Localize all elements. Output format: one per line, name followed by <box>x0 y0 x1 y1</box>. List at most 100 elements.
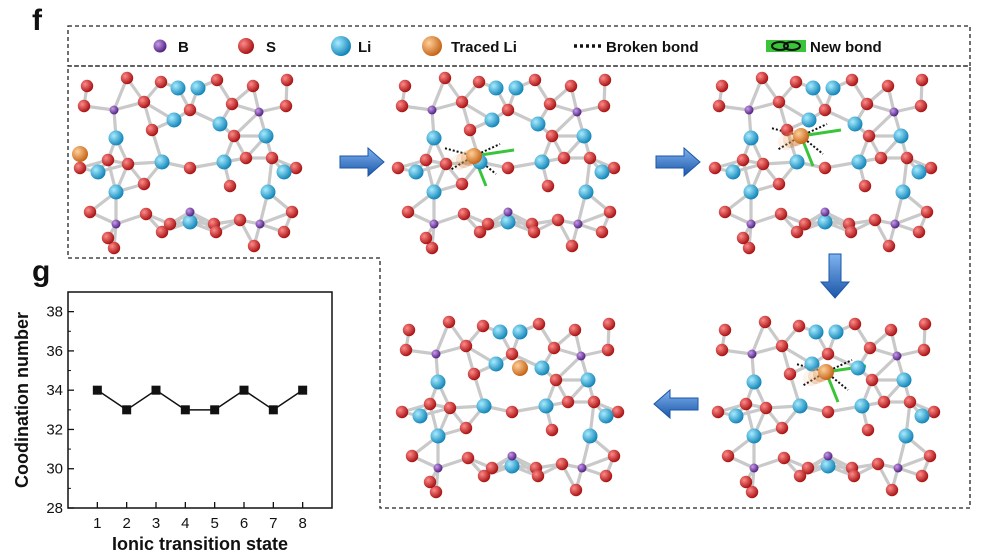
legend-box <box>67 25 971 67</box>
atoms <box>711 315 941 499</box>
sulfur-atom <box>920 205 934 219</box>
sulfur-atom <box>477 469 491 483</box>
sulfur-atom <box>107 241 121 255</box>
lithium-atom <box>598 408 614 424</box>
sulfur-atom <box>223 179 237 193</box>
sulfur-atom <box>405 449 419 463</box>
boron-atom <box>890 219 900 229</box>
sulfur-atom <box>210 73 224 87</box>
sulfur-atom <box>501 161 515 175</box>
sulfur-atom <box>877 395 891 409</box>
data-point <box>122 405 132 415</box>
lithium-atom <box>534 360 550 376</box>
sulfur-atom <box>863 341 877 355</box>
sulfur-atom <box>139 207 153 221</box>
sulfur-atom <box>583 151 597 165</box>
sulfur-atom <box>775 421 789 435</box>
sulfur-atom <box>561 395 575 409</box>
lithium-atom <box>895 184 911 200</box>
sulfur-atom <box>798 217 812 231</box>
sulfur-atom <box>532 317 546 331</box>
sulfur-atom <box>860 97 874 111</box>
sulfur-atom <box>541 179 555 193</box>
series-line <box>96 389 304 411</box>
lithium-atom <box>258 128 274 144</box>
lithium-atom <box>851 154 867 170</box>
sulfur-atom <box>568 323 582 337</box>
boron-atom <box>429 219 439 229</box>
data-point <box>268 405 278 415</box>
lithium-atom <box>594 164 610 180</box>
sulfur-atom <box>564 79 578 93</box>
sulfur-atom <box>742 241 756 255</box>
sulfur-atom <box>801 461 815 475</box>
sulfur-atom <box>423 397 437 411</box>
lithium-atom <box>108 184 124 200</box>
sulfur-atom <box>443 401 457 415</box>
arrow-left <box>653 388 699 420</box>
sulfur-atom <box>555 457 569 471</box>
sulfur-atom <box>914 99 928 113</box>
lithium-atom <box>212 116 228 132</box>
y-tick-label: 38 <box>46 304 63 321</box>
sulfur-atom <box>711 405 725 419</box>
sulfur-atom <box>607 161 621 175</box>
sulfur-atom <box>289 161 303 175</box>
sulfur-atom <box>868 213 882 227</box>
lithium-atom <box>808 324 824 340</box>
sulfur-atom <box>455 177 469 191</box>
structure-snapshot-4 <box>395 315 625 499</box>
boron-atom <box>577 463 587 473</box>
sulfur-atom <box>391 161 405 175</box>
lithium-atom <box>260 184 276 200</box>
lithium-atom <box>170 80 186 96</box>
panel-letter-g: g <box>32 255 51 288</box>
boron-atom <box>507 451 517 461</box>
sulfur-atom <box>818 161 832 175</box>
y-tick-label: 30 <box>46 461 63 478</box>
sulfur-atom <box>903 395 917 409</box>
sulfur-atom <box>918 317 932 331</box>
sulfur-atom <box>599 469 613 483</box>
sulfur-atom <box>557 151 571 165</box>
sulfur-atom <box>915 73 929 87</box>
sulfur-atom <box>865 373 879 387</box>
x-tick-label: 1 <box>93 515 101 532</box>
structure-snapshot-1 <box>72 71 303 255</box>
atoms <box>708 71 938 255</box>
x-tick-label: 7 <box>269 515 277 532</box>
boron-atom <box>889 107 899 117</box>
sulfur-atom <box>463 123 477 137</box>
sulfur-atom <box>401 205 415 219</box>
sulfur-atom <box>154 75 168 89</box>
sulfur-atom <box>927 405 941 419</box>
sulfur-atom <box>793 469 807 483</box>
sulfur-atom <box>80 79 94 93</box>
sulfur-atom <box>755 71 769 85</box>
atoms <box>391 71 621 255</box>
sulfur-atom <box>419 153 433 167</box>
lithium-atom <box>743 184 759 200</box>
sulfur-atom <box>602 317 616 331</box>
boron-atom <box>746 219 756 229</box>
y-tick-label: 36 <box>46 343 63 360</box>
boron-atom <box>111 219 121 229</box>
traced-lithium-atom <box>818 364 834 380</box>
sulfur-atom <box>569 483 583 497</box>
sulfur-atom <box>712 99 726 113</box>
sulfur-atom <box>882 239 896 253</box>
lithium-atom <box>426 184 442 200</box>
lithium-atom <box>789 154 805 170</box>
sulfur-atom <box>398 79 412 93</box>
lithium-atom <box>504 458 520 474</box>
lithium-atom <box>412 408 428 424</box>
sulfur-atom <box>425 241 439 255</box>
boron-atom <box>573 219 583 229</box>
sulfur-atom <box>598 73 612 87</box>
sulfur-atom <box>227 129 241 143</box>
legend-label-li: Li <box>358 39 371 56</box>
sulfur-atom <box>881 79 895 93</box>
legend-item-s: S <box>238 38 276 56</box>
lithium-atom <box>488 356 504 372</box>
